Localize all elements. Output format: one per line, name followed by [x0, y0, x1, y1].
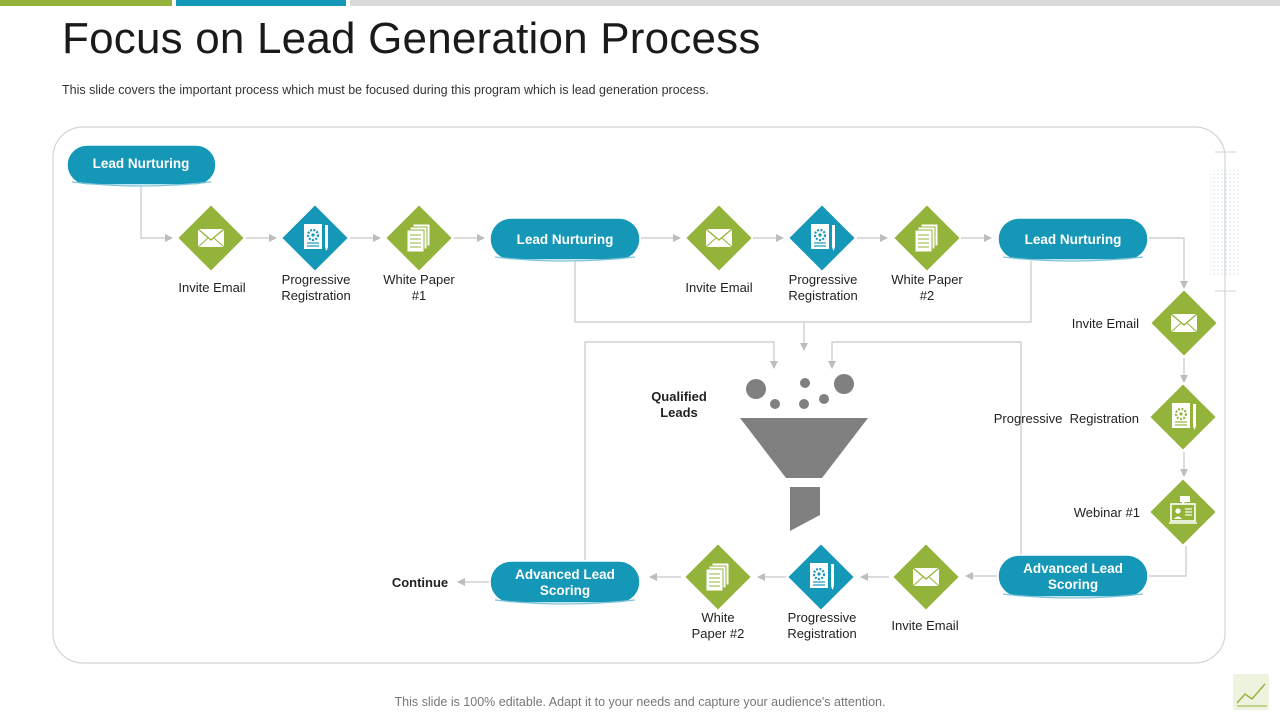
white-paper-label-bottom-line2: Paper #2 — [692, 626, 745, 641]
papers-icon — [894, 205, 960, 271]
qualified-leads-label-line1: Qualified — [651, 389, 707, 404]
progressive-registration-label-right: Progressive Registration — [994, 411, 1139, 426]
advanced-lead-scoring-pill-1-line2: Scoring — [1048, 577, 1098, 592]
lead-nurturing-pill-2: Lead Nurturing — [489, 217, 641, 262]
papers-icon — [386, 205, 452, 271]
gear-document-icon — [789, 205, 855, 271]
top-bar-gray — [350, 0, 1280, 6]
lead-nurturing-pill-1-label: Lead Nurturing — [93, 156, 190, 171]
lead-nurturing-pill-3: Lead Nurturing — [997, 217, 1149, 262]
lead-nurturing-pill-2-label: Lead Nurturing — [517, 232, 614, 247]
webinar-label: Webinar #1 — [1074, 505, 1140, 520]
progressive-registration-label-2-line2: Registration — [788, 288, 857, 303]
envelope-icon — [893, 544, 959, 610]
envelope-icon — [1151, 290, 1217, 356]
qualified-leads-label-line2: Leads — [660, 405, 698, 420]
invite-email-label-2: Invite Email — [685, 280, 752, 295]
invite-email-label-1: Invite Email — [178, 280, 245, 295]
slide-subtitle: This slide covers the important process … — [62, 83, 709, 97]
diagram-frame — [52, 126, 1226, 664]
progressive-registration-label-bottom-line2: Registration — [787, 626, 856, 641]
white-paper-label-bottom-line1: White — [701, 610, 734, 625]
presentation-icon — [1150, 479, 1216, 545]
funnel-icon — [740, 374, 868, 531]
advanced-lead-scoring-pill-1-line1: Advanced Lead — [1023, 561, 1123, 576]
gear-document-icon — [788, 544, 854, 610]
envelope-icon — [686, 205, 752, 271]
envelope-icon — [178, 205, 244, 271]
gear-document-icon — [282, 205, 348, 271]
footer-note: This slide is 100% editable. Adapt it to… — [394, 695, 886, 709]
progressive-registration-label-bottom-line1: Progressive — [788, 610, 857, 625]
progressive-registration-label-2-line1: Progressive — [789, 272, 858, 287]
white-paper-label-2-line1: White Paper — [891, 272, 963, 287]
white-paper-label-1-line1: White Paper — [383, 272, 455, 287]
side-decoration — [1210, 151, 1240, 292]
gear-document-icon — [1150, 384, 1216, 450]
top-bar-teal — [176, 0, 346, 6]
advanced-lead-scoring-pill-1: Advanced Lead Scoring — [997, 554, 1149, 599]
invite-email-label-bottom: Invite Email — [891, 618, 958, 633]
connectors — [140, 185, 1188, 586]
advanced-lead-scoring-pill-2: Advanced Lead Scoring — [489, 560, 641, 605]
lead-nurturing-pill-1: Lead Nurturing — [66, 144, 217, 187]
lead-nurturing-pill-3-label: Lead Nurturing — [1025, 232, 1122, 247]
progressive-registration-label-1-line1: Progressive — [282, 272, 351, 287]
chart-corner-icon — [1233, 674, 1269, 710]
top-bar-green — [0, 0, 172, 6]
progressive-registration-label-1-line2: Registration — [281, 288, 350, 303]
white-paper-label-2-line2: #2 — [920, 288, 934, 303]
white-paper-label-1-line2: #1 — [412, 288, 426, 303]
slide-title: Focus on Lead Generation Process — [62, 14, 761, 63]
advanced-lead-scoring-pill-2-line2: Scoring — [540, 583, 590, 598]
invite-email-label-right: Invite Email — [1072, 316, 1139, 331]
continue-label: Continue — [392, 575, 448, 590]
advanced-lead-scoring-pill-2-line1: Advanced Lead — [515, 567, 615, 582]
papers-icon — [685, 544, 751, 610]
